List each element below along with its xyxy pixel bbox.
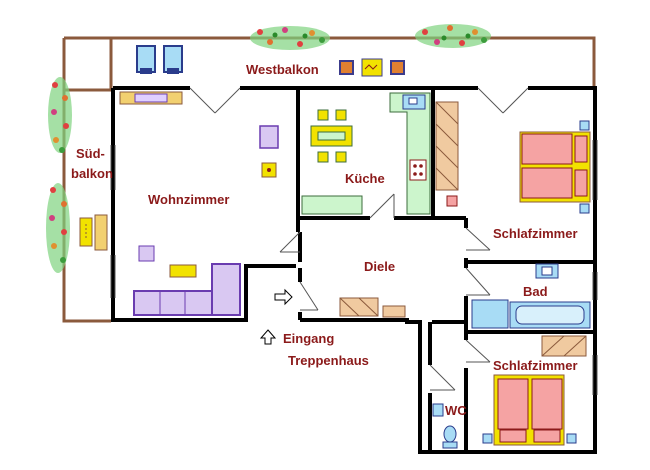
chair-icon [163,45,183,74]
pouf [138,245,155,262]
windows [110,140,598,395]
arrow-right-icon [274,288,293,306]
shoe-cabinet [339,297,379,317]
arrow-up-icon [259,329,277,345]
dining-chair [335,109,347,121]
kitchen-counter-side [389,92,431,215]
wc-sink [432,403,444,417]
chair-icon [136,45,156,74]
coffee-table [169,264,197,278]
dining-chair [317,109,329,121]
label-kueche: Küche [345,171,385,186]
plant-icon [48,77,72,153]
wardrobe [435,101,459,191]
nightstand [566,433,577,444]
label-schlafzimmer-2: Schlafzimmer [493,358,578,373]
stove-icon [409,159,427,181]
nightstand [579,203,590,214]
plant-icon [250,26,330,50]
balcony-stool [390,60,405,75]
label-schlafzimmer-1: Schlafzimmer [493,226,578,241]
wardrobe [541,335,587,357]
dining-chair [335,151,347,163]
nightstand [482,433,493,444]
plant-icon [46,183,70,273]
label-wohnzimmer: Wohnzimmer [148,192,229,207]
label-diele: Diele [364,259,395,274]
stool [446,195,458,207]
balcony-stool [339,60,354,75]
shower [471,299,509,329]
armchair [259,125,279,149]
label-treppenhaus: Treppenhaus [288,353,369,368]
dining-chair [317,151,329,163]
nightstand [579,120,590,131]
bench [382,305,406,318]
plant-icon [415,24,491,48]
label-sued: Süd- [76,146,105,161]
label-westbalkon: Westbalkon [246,62,319,77]
label-eingang: Eingang [283,331,334,346]
toilet-icon [442,425,458,449]
door-swings [189,87,529,391]
label-balkon: balkon [71,166,113,181]
kitchen-counter-bottom [301,195,363,215]
label-bad: Bad [523,284,548,299]
label-wc: WC [445,403,467,418]
